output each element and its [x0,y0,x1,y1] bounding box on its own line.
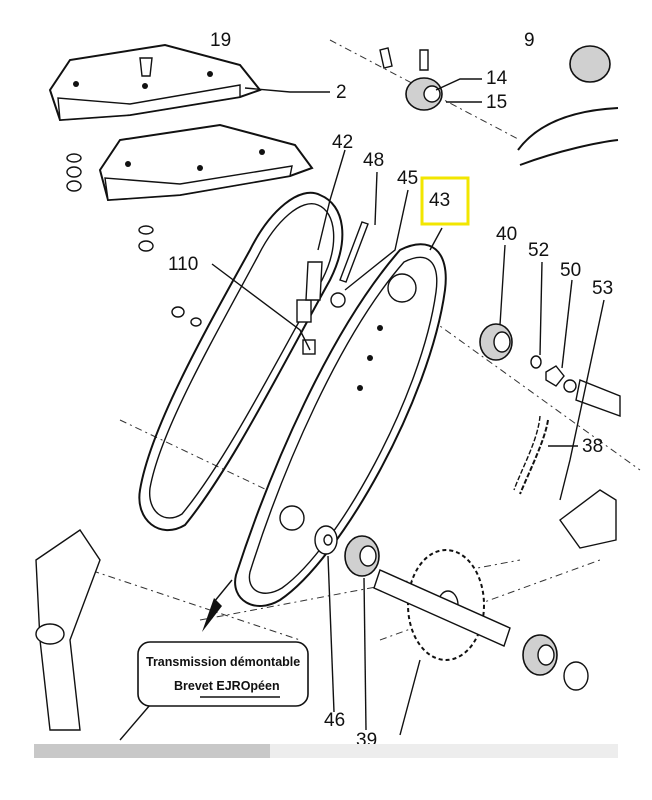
callout-42: 42 [332,132,353,153]
callout-53: 53 [592,278,613,299]
frame-fragment-left [35,529,101,731]
callout-labels: 19 9 14 15 2 42 48 45 110 40 52 50 53 38… [168,30,613,751]
callout-110: 110 [168,254,198,275]
callout-38: 38 [582,436,603,457]
callout-19: 19 [210,30,231,51]
washer-46 [314,525,338,555]
bearing-39 [344,535,380,577]
callout-15: 15 [486,92,507,113]
highlight-43: 43 [420,176,470,226]
arrow-marker [202,579,233,632]
horizontal-scrollbar-thumb[interactable] [34,744,270,758]
callout-40: 40 [496,224,517,245]
callout-14: 14 [486,68,508,89]
small-parts-52-50 [530,355,577,393]
callout-43: 43 [429,190,450,211]
cover-plate-bottom [98,123,314,202]
note-box: Transmission démontable Brevet EJROpéen [137,641,309,707]
callout-46: 46 [324,710,345,731]
washers-left [66,153,154,252]
callout-52: 52 [528,240,549,261]
note-line-1: Transmission démontable [146,655,300,669]
callout-50: 50 [560,260,581,281]
callout-2: 2 [336,82,347,103]
arm-right [559,489,617,549]
callout-9: 9 [524,30,535,51]
chain-case-43 [234,243,447,607]
callout-48: 48 [363,150,384,171]
chain-loop-42 [138,191,344,531]
shaft-53 [575,379,621,417]
note-line-2: Brevet EJROpéen [174,679,280,693]
top-right-parts [379,45,619,166]
cover-plate-top [48,43,262,122]
leader-lines [119,78,605,741]
bearing-40 [479,323,513,361]
tensioner-parts [171,221,369,355]
callout-45: 45 [397,168,418,189]
roller-chain-38 [513,415,549,495]
bearing-right [522,634,589,691]
sprocket [373,549,511,661]
